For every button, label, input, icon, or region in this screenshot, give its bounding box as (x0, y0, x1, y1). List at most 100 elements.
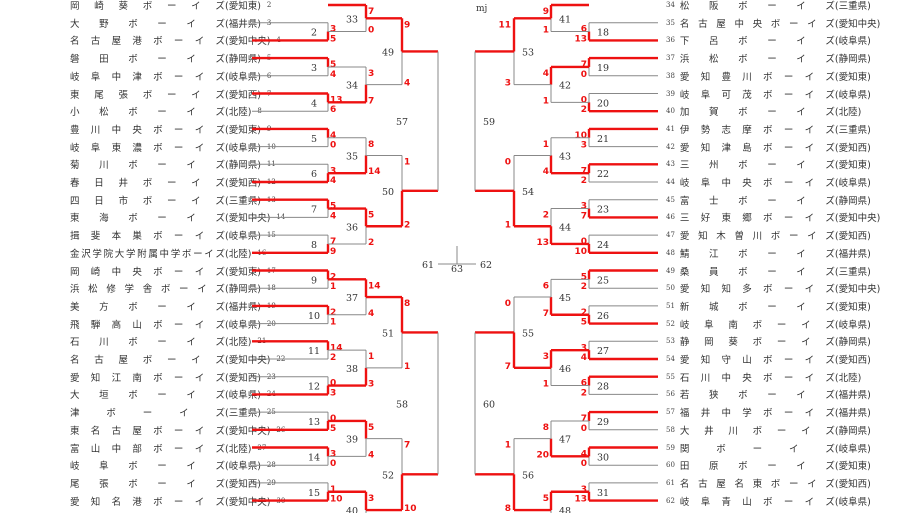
team-name: 愛知知多ボーイズ (679, 284, 835, 296)
team-name: 三好東郷ボーイズ (679, 213, 835, 225)
team-name: 福井中学ボーイズ (679, 408, 835, 420)
team-prefecture: (愛知西) (834, 355, 871, 366)
team-prefecture: (三重県) (834, 124, 871, 136)
score: 5 (368, 423, 374, 433)
score: 1 (404, 157, 410, 167)
team-prefecture: (愛知西) (225, 478, 261, 490)
score: 8 (505, 504, 511, 513)
game-number: 28 (597, 382, 609, 393)
seed-number: 49 (666, 266, 675, 275)
team-name: 東海ボーイズ (70, 213, 225, 225)
score: 6 (581, 25, 587, 35)
score: 0 (581, 70, 587, 80)
seed-number: 40 (666, 107, 675, 116)
game-number: 12 (308, 382, 320, 393)
team-name: 桑員ボーイズ (679, 266, 835, 278)
team-name: 尾張ボーイズ (70, 478, 225, 490)
team-prefecture: (北陸) (225, 443, 252, 455)
score: 14 (368, 167, 381, 177)
game-number: 54 (522, 187, 534, 198)
team-prefecture: (北陸) (834, 107, 862, 119)
seed-number: 56 (666, 390, 675, 399)
team-name: 岡崎中央ボーイズ (70, 266, 225, 278)
team-name: 富士ボーイズ (679, 195, 835, 207)
game-number: 20 (597, 98, 609, 109)
score: 3 (505, 79, 511, 89)
game-number: 58 (396, 399, 408, 410)
team-name: 浜松ボーイズ (679, 54, 835, 66)
game-number: 31 (597, 488, 609, 499)
team-prefecture: (静岡県) (225, 160, 261, 172)
game-number: 18 (597, 28, 609, 39)
team-prefecture: (福井県) (834, 408, 871, 420)
team-prefecture: (愛知中央) (834, 284, 881, 296)
seed-number: 39 (666, 89, 675, 98)
game-number: 2 (311, 28, 317, 39)
team-name: 関ボーイズ (679, 443, 835, 455)
score: 3 (581, 202, 587, 212)
game-number: 19 (597, 63, 609, 74)
score: 10 (404, 504, 417, 513)
game-number: 49 (382, 47, 394, 58)
score: 2 (404, 220, 410, 230)
team-name: 大野ボーイズ (70, 18, 225, 30)
seed-number: 55 (666, 372, 675, 381)
game-number: 13 (308, 417, 320, 428)
team-prefecture: (愛知中央) (225, 425, 271, 437)
game-number: 59 (483, 117, 495, 128)
game-number: 60 (483, 399, 495, 410)
team-prefecture: (愛知東) (834, 71, 871, 83)
team-prefecture: (三重県) (225, 195, 261, 207)
score: 4 (543, 167, 549, 177)
seed-number: 53 (666, 337, 675, 346)
score: 10 (574, 131, 587, 141)
team-row: 岡崎葵ボーイズ(愛知東)2 (70, 0, 271, 13)
score: 3 (330, 25, 336, 35)
team-name: 東尾張ボーイズ (70, 89, 225, 101)
score: 3 (581, 343, 587, 353)
team-prefecture: (静岡県) (834, 54, 871, 66)
score: 4 (543, 69, 549, 79)
game-number: 25 (597, 275, 609, 286)
team-name: 金沢学院大学附属中学ボーイズ (70, 248, 225, 260)
seed-number: 48 (666, 248, 675, 257)
score: 5 (330, 202, 336, 212)
score: 13 (536, 238, 549, 248)
score: 4 (368, 450, 374, 460)
team-name: 飛騨高山ボーイズ (70, 319, 225, 331)
team-prefecture: (岐阜県) (834, 319, 871, 331)
score: 1 (505, 441, 511, 451)
score: 1 (543, 380, 549, 390)
seed-number: 2 (266, 1, 272, 9)
score: 11 (498, 20, 511, 30)
seed-number: 34 (666, 1, 675, 9)
game-number: 9 (311, 275, 317, 286)
team-name: 愛知津島ボーイズ (679, 142, 835, 154)
team-prefecture: (愛知中央) (225, 496, 271, 508)
team-name: 岐阜ボーイズ (70, 461, 225, 473)
team-prefecture: (愛知中央) (225, 213, 271, 225)
score: 0 (330, 141, 336, 151)
score: 5 (581, 273, 587, 283)
team-name: 津ボーイズ (70, 408, 225, 420)
score: 0 (368, 26, 374, 36)
score: 9 (330, 247, 336, 257)
score: 9 (543, 7, 549, 17)
score: 4 (368, 309, 374, 319)
score: 5 (581, 318, 587, 328)
team-name: 菊川ボーイズ (70, 160, 225, 172)
team-name: 大井川ボーイズ (679, 425, 835, 437)
score: 3 (581, 141, 587, 151)
score: 7 (368, 7, 374, 17)
game-number: 5 (311, 134, 317, 145)
game-number: 62 (480, 260, 492, 271)
team-prefecture: (福井県) (225, 301, 261, 313)
